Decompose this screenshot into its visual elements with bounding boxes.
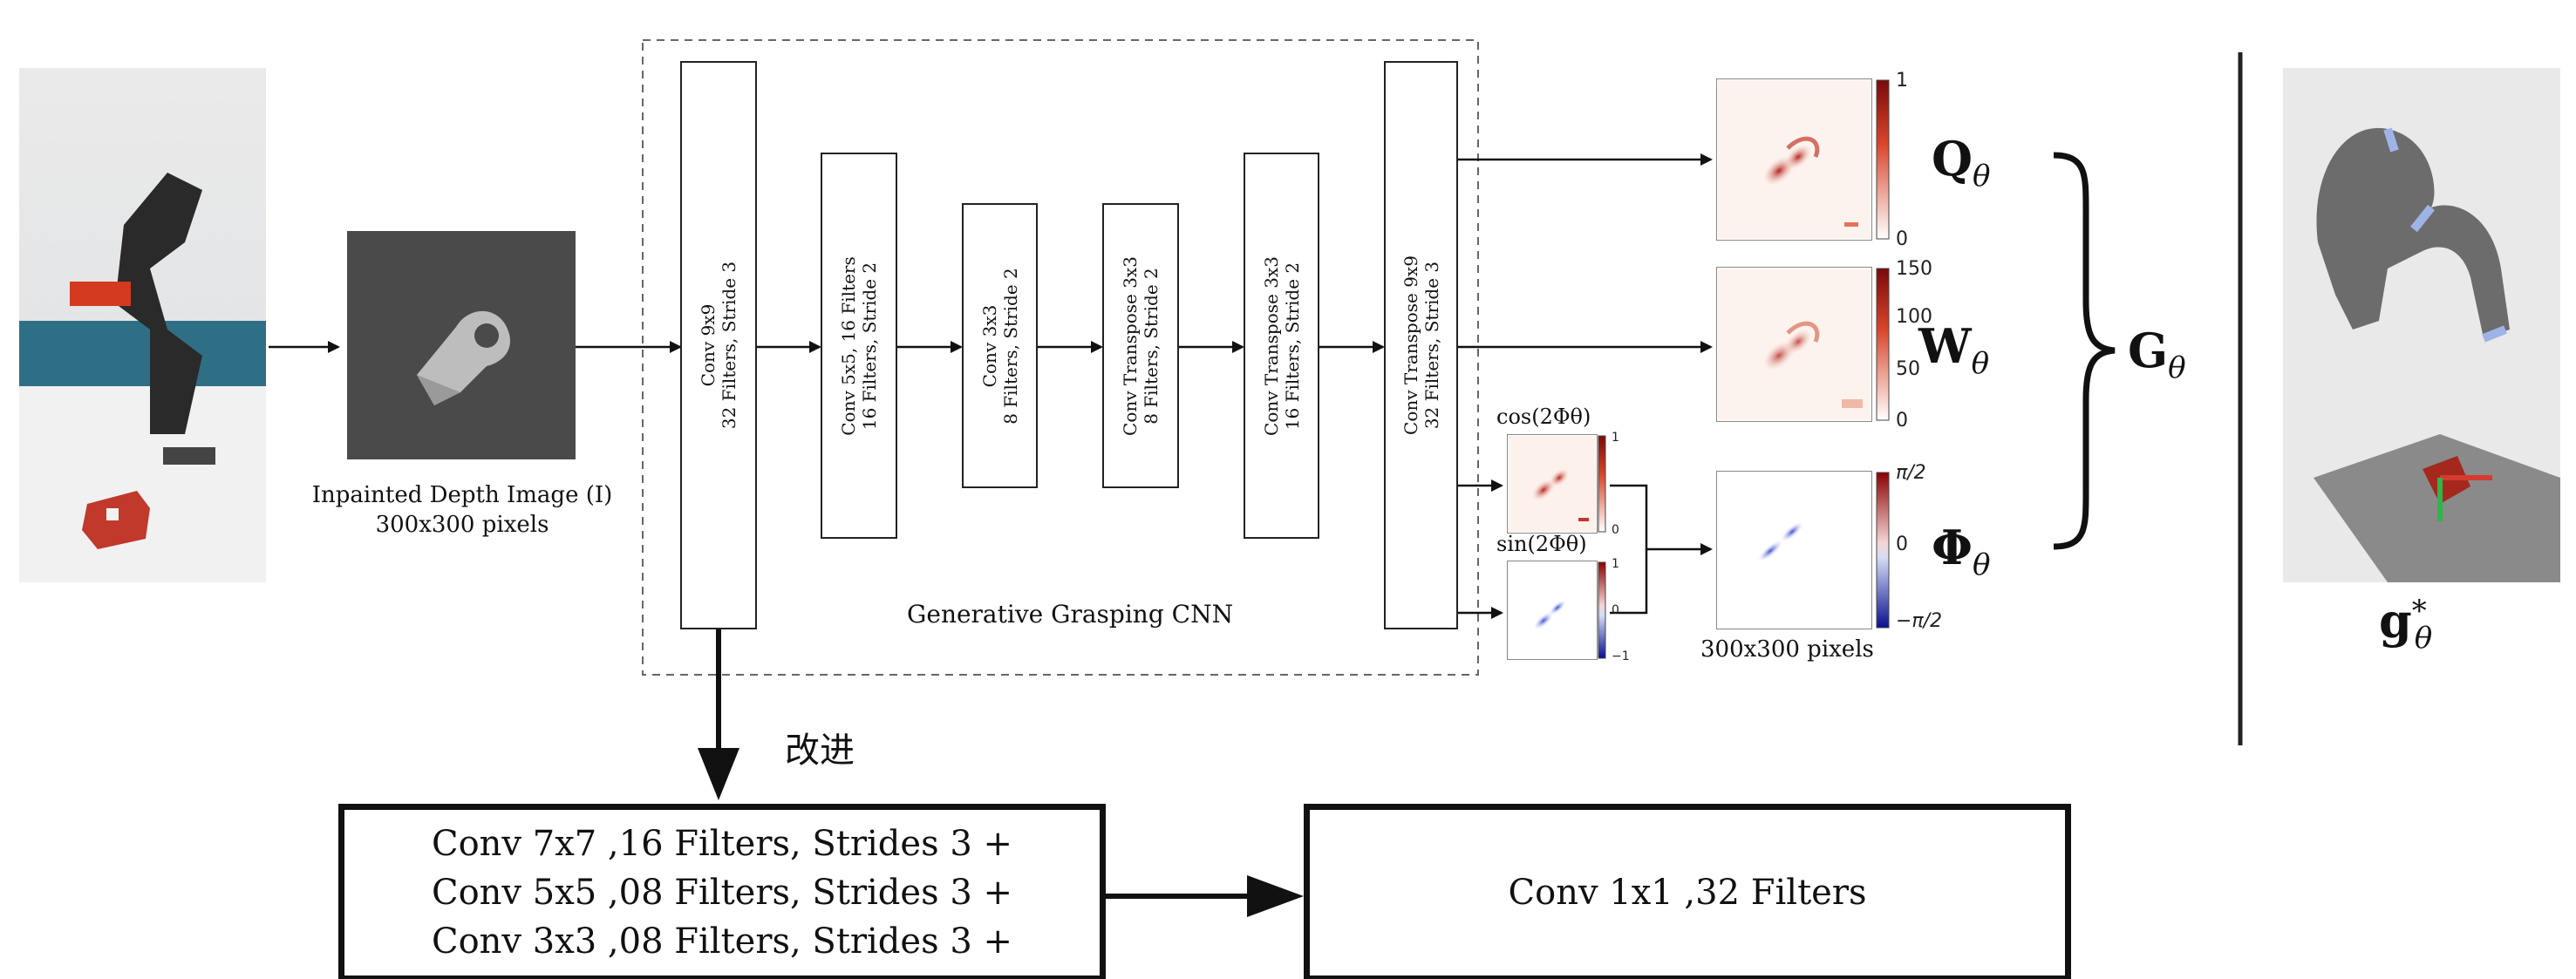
network-frame bbox=[642, 39, 1479, 676]
sin-tick-mid: 0 bbox=[1612, 603, 1619, 617]
phi-subscript: θ bbox=[1973, 547, 1991, 582]
layer-4-box: Conv Transpose 3x3 8 Filters, Stride 2 bbox=[1102, 203, 1179, 488]
improvement-box-1-line-3: Conv 3x3 ,08 Filters, Strides 3 + bbox=[431, 921, 1012, 962]
improve-arrow-right-head bbox=[1247, 875, 1304, 917]
result-symbol: g bbox=[2379, 593, 2412, 649]
q-tick-top: 1 bbox=[1896, 70, 1908, 92]
phi-label: Φθ bbox=[1932, 520, 1991, 582]
layer-6-box: Conv Transpose 9x9 32 Filters, Stride 3 bbox=[1384, 61, 1458, 629]
phi-tick-bottom: −π/2 bbox=[1896, 610, 1943, 632]
g-subscript: θ bbox=[2168, 350, 2186, 385]
improvement-box-1-line-2: Conv 5x5 ,08 Filters, Strides 3 + bbox=[431, 873, 1012, 913]
layer-2-label: Conv 5x5, 16 Filters 16 Filters, Stride … bbox=[838, 255, 880, 436]
w-heatmap bbox=[1716, 267, 1872, 422]
depth-image bbox=[347, 231, 576, 459]
layer-3-label: Conv 3x3 8 Filters, Stride 2 bbox=[978, 267, 1021, 425]
g-symbol: G bbox=[2128, 323, 2169, 378]
q-subscript: θ bbox=[1973, 158, 1991, 194]
layer-5-label: Conv Transpose 3x3 16 Filters, Stride 2 bbox=[1260, 255, 1303, 436]
phi-symbol: Φ bbox=[1932, 520, 1973, 575]
depth-caption-line1: Inpainted Depth Image (I) bbox=[311, 482, 613, 508]
q-heat-content bbox=[1718, 80, 1871, 239]
improvement-box-1-line-1: Conv 7x7 ,16 Filters, Strides 3 + bbox=[431, 824, 1012, 864]
g-label: Gθ bbox=[2128, 323, 2186, 385]
phi-heatmap bbox=[1716, 471, 1872, 629]
layer-1-label: Conv 9x9 32 Filters, Stride 3 bbox=[698, 261, 739, 430]
phi-tick-mid: 0 bbox=[1896, 534, 1908, 555]
w-tick-150: 150 bbox=[1896, 258, 1932, 280]
w-tick-0: 0 bbox=[1896, 410, 1908, 432]
result-subscript: θ bbox=[2414, 620, 2433, 656]
result-label: g*θ bbox=[2379, 593, 2432, 656]
robot-photo bbox=[19, 68, 266, 582]
result-superscript: * bbox=[2411, 594, 2427, 629]
q-tick-bottom: 0 bbox=[1896, 228, 1908, 250]
improvement-box-2-text: Conv 1x1 ,32 Filters bbox=[1508, 873, 1867, 913]
w-tick-50: 50 bbox=[1896, 358, 1920, 380]
phi-tick-top: π/2 bbox=[1896, 462, 1926, 484]
sin-heatmap bbox=[1507, 561, 1598, 660]
cos-tick-top: 1 bbox=[1612, 431, 1619, 445]
w-label: Wθ bbox=[1918, 318, 1989, 381]
layer-6-label: Conv Transpose 9x9 32 Filters, Stride 3 bbox=[1400, 255, 1442, 435]
cos-colorbar bbox=[1598, 435, 1606, 533]
improvement-label: 改进 bbox=[785, 731, 855, 771]
curly-brace bbox=[2053, 152, 2116, 550]
layer-1-box: Conv 9x9 32 Filters, Stride 3 bbox=[680, 61, 757, 629]
layer-2-box: Conv 5x5, 16 Filters 16 Filters, Stride … bbox=[821, 153, 897, 539]
q-symbol: Q bbox=[1932, 131, 1973, 187]
sin-heat-content bbox=[1509, 562, 1596, 658]
sin-tick-bottom: −1 bbox=[1612, 649, 1630, 663]
sin-label: sin(2Φθ) bbox=[1496, 532, 1587, 556]
improvement-box-1: Conv 7x7 ,16 Filters, Strides 3 + Conv 5… bbox=[338, 804, 1106, 979]
w-tick-100: 100 bbox=[1896, 306, 1932, 328]
improvement-box-2: Conv 1x1 ,32 Filters bbox=[1304, 804, 2071, 979]
q-label: Qθ bbox=[1932, 131, 1991, 194]
q-heatmap bbox=[1716, 78, 1872, 241]
w-symbol: W bbox=[1918, 318, 1972, 374]
improve-arrow-down-head bbox=[698, 748, 739, 800]
depth-caption: Inpainted Depth Image (I) 300x300 pixels bbox=[288, 475, 637, 545]
phi-heat-content bbox=[1718, 473, 1871, 628]
phi-colorbar bbox=[1876, 472, 1890, 629]
cos-tick-bottom: 0 bbox=[1612, 523, 1619, 537]
cos-label: cos(2Φθ) bbox=[1496, 405, 1591, 429]
pixels-label: 300x300 pixels bbox=[1700, 636, 1874, 663]
q-colorbar bbox=[1876, 79, 1890, 240]
layer-3-box: Conv 3x3 8 Filters, Stride 2 bbox=[962, 203, 1038, 488]
cos-sin-join bbox=[1610, 484, 1648, 615]
sin-tick-top: 1 bbox=[1612, 557, 1619, 571]
depth-caption-line2: 300x300 pixels bbox=[375, 512, 549, 538]
cos-heatmap bbox=[1507, 434, 1598, 534]
cos-heat-content bbox=[1509, 436, 1596, 532]
layer-5-box: Conv Transpose 3x3 16 Filters, Stride 2 bbox=[1244, 153, 1319, 539]
w-colorbar bbox=[1876, 268, 1890, 421]
network-title: Generative Grasping CNN bbox=[907, 600, 1234, 629]
layer-4-label: Conv Transpose 3x3 8 Filters, Stride 2 bbox=[1120, 255, 1162, 436]
w-subscript: θ bbox=[1971, 345, 1990, 381]
sin-colorbar bbox=[1598, 561, 1606, 659]
w-heat-content bbox=[1718, 269, 1871, 420]
robot-sim-image bbox=[2283, 68, 2560, 582]
